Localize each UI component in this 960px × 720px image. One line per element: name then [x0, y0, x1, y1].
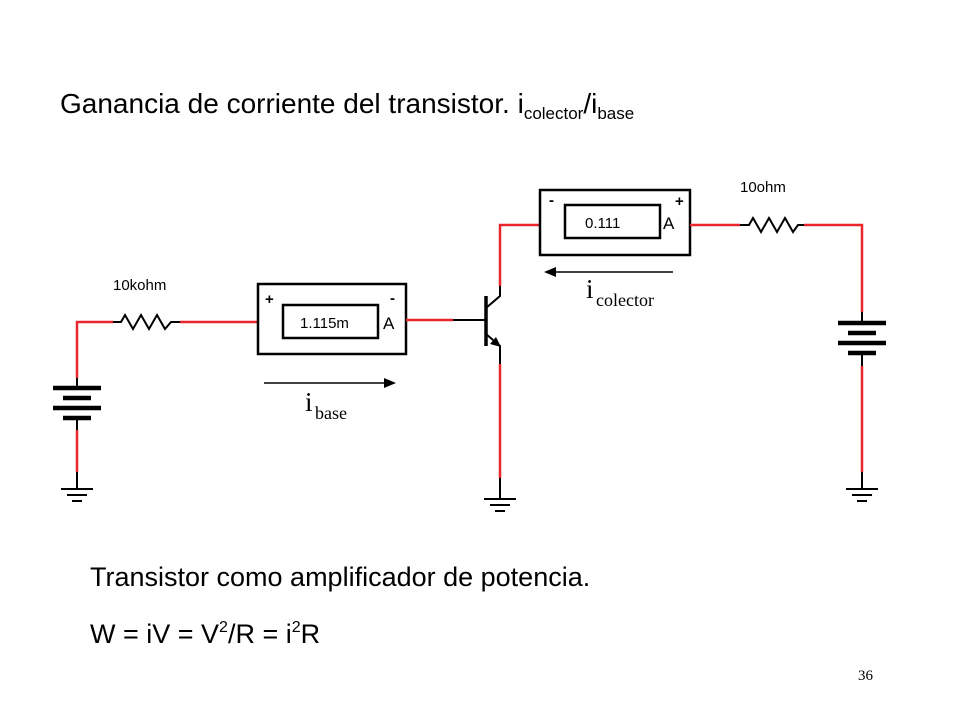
collector-wire-to-ammeter [498, 223, 540, 286]
collector-battery-symbol [838, 320, 886, 356]
formula-superscript: 2 [219, 619, 228, 636]
arrow-left-icon [544, 267, 556, 277]
ground-symbol-left [61, 488, 93, 502]
transistor-collector-lead [485, 286, 501, 309]
ammeter-display [281, 303, 380, 340]
base-battery-branch [53, 320, 113, 502]
slide-title: Ganancia de corriente del transistor. ic… [60, 88, 634, 123]
collector-ammeter: - + 0.111 A [538, 188, 692, 257]
emitter-arrow-icon [490, 337, 501, 347]
collector-current-subscript: colector [596, 290, 654, 310]
page-number: 36 [858, 668, 873, 684]
collector-resistor: 10ohm [740, 179, 804, 235]
ammeter-plus-terminal: + [675, 193, 684, 210]
ground-symbol-middle [484, 498, 516, 512]
formula-part: /R = i [227, 619, 292, 649]
collector-resistor-label: 10ohm [740, 179, 786, 196]
collector-battery-branch [804, 223, 886, 502]
base-current-symbol: i [305, 387, 313, 417]
ammeter-minus-terminal: - [549, 192, 554, 209]
ammeter-unit: A [663, 214, 675, 233]
ammeter-display [563, 203, 662, 240]
ammeter-minus-terminal: - [390, 290, 395, 307]
collector-right-wire-top [804, 223, 864, 312]
base-ammeter-reading: 1.115m [300, 315, 349, 332]
power-formula: W = iV = V2/R = i2R [90, 619, 321, 649]
title-slash-i: /i [583, 88, 598, 119]
base-resistor: 10kohm [113, 277, 180, 332]
title-subscript-base: base [597, 104, 635, 123]
base-ammeter: + - 1.115m A [256, 282, 408, 356]
ammeter-plus-terminal: + [265, 291, 274, 308]
title-subscript-collector: colector [523, 104, 584, 123]
base-current-indicator: i base [264, 378, 396, 423]
resistor-zigzag [740, 215, 804, 235]
arrow-right-icon [384, 378, 396, 388]
collector-current-indicator: i colector [544, 267, 673, 310]
title-text: Ganancia de corriente del transistor. i [60, 88, 524, 119]
collector-current-symbol: i [586, 274, 594, 304]
base-left-wire-top [75, 320, 113, 378]
base-current-subscript: base [315, 403, 347, 423]
resistor-zigzag [113, 312, 180, 332]
collector-ammeter-reading: 0.111 [585, 215, 620, 232]
formula-part: R [300, 619, 321, 649]
npn-transistor-symbol [484, 286, 501, 364]
transistor-emitter-lead [485, 333, 501, 364]
ground-symbol-right [846, 488, 878, 502]
formula-part: W = iV = V [90, 619, 220, 649]
power-amplifier-statement: Transistor como amplificador de potencia… [90, 562, 591, 592]
ammeter-unit: A [383, 314, 395, 333]
formula-superscript: 2 [291, 619, 301, 636]
base-battery-symbol [53, 385, 101, 421]
base-resistor-label: 10kohm [113, 277, 166, 294]
